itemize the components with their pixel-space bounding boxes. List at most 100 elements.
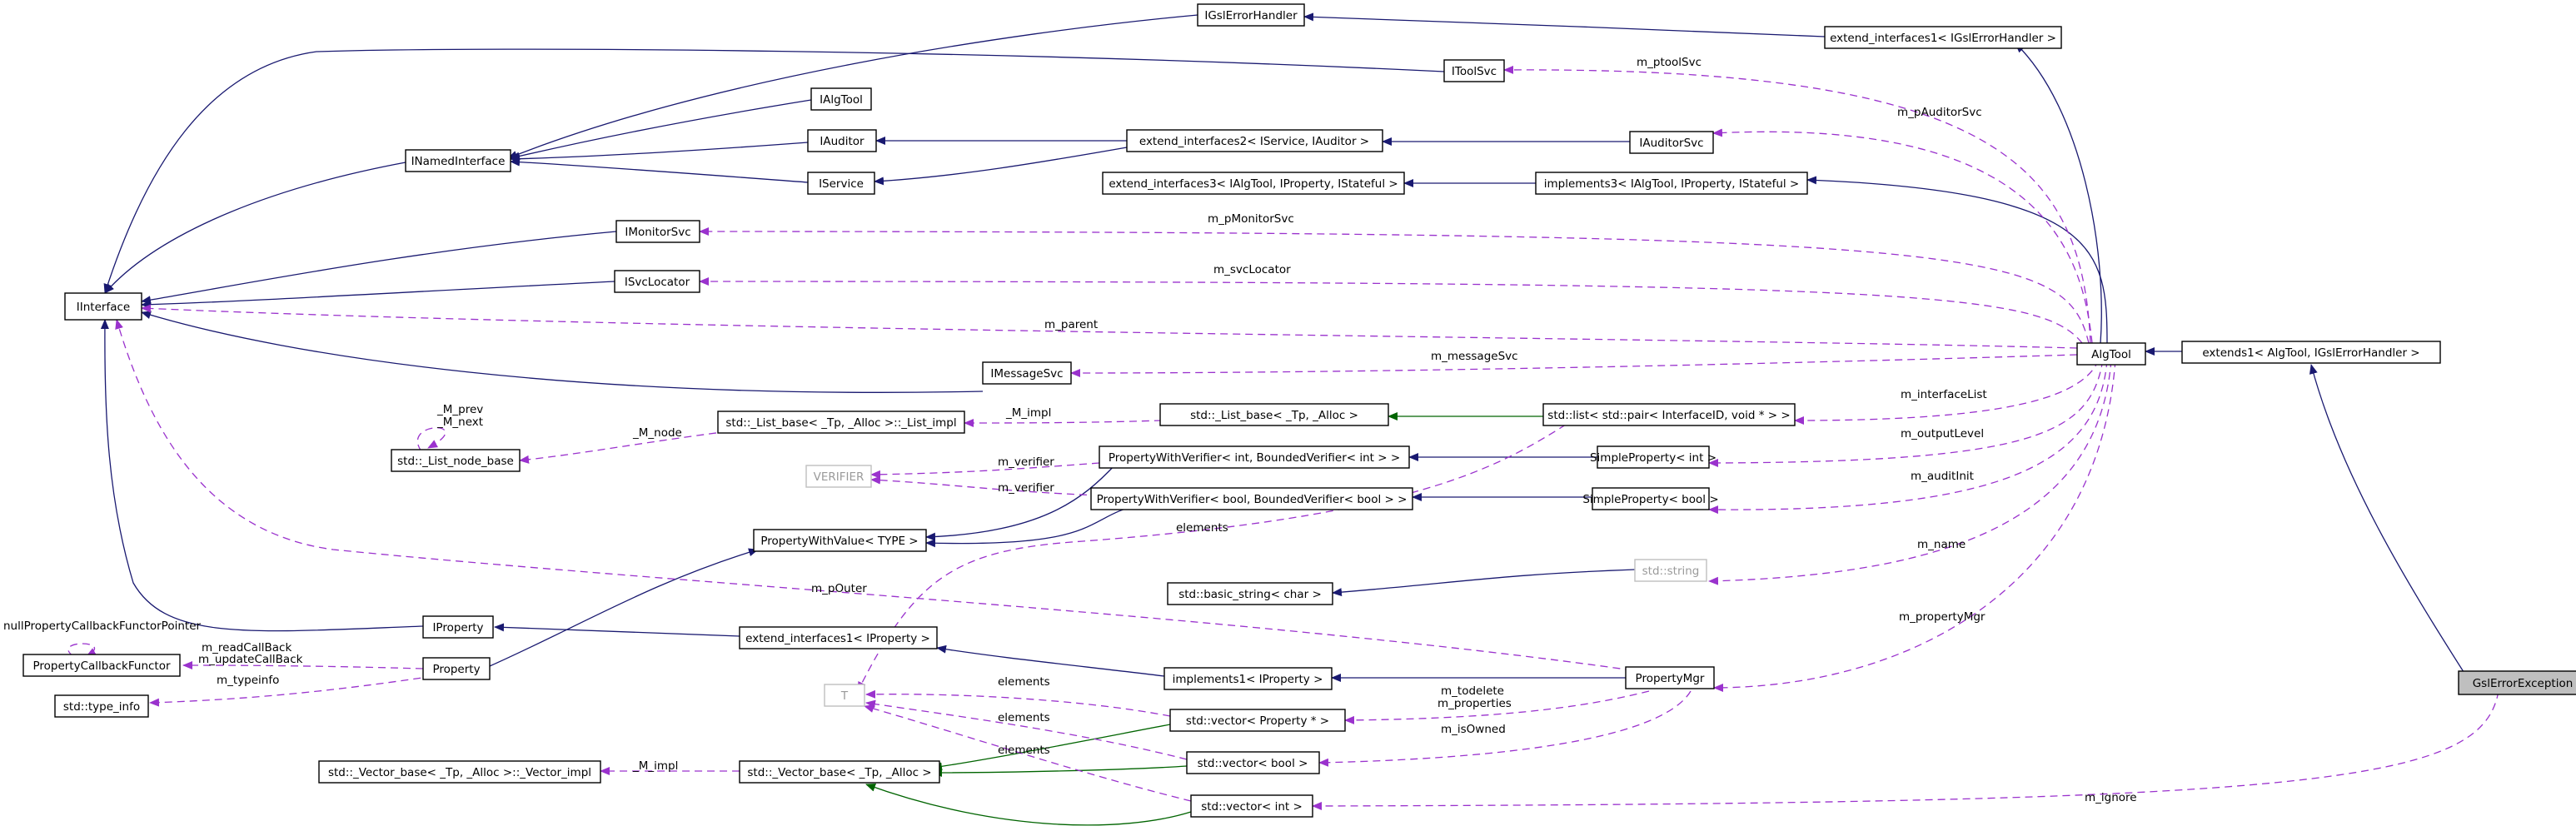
node-iinterface[interactable]: IInterface	[64, 292, 142, 321]
edge-property-to-pwvalue	[489, 548, 759, 667]
edge-elements-vprop	[865, 689, 1171, 717]
label-m-name: m_name	[1917, 538, 1966, 551]
node-vector-property-ptr[interactable]: std::vector< Property * >	[1169, 709, 1346, 732]
node-implements3[interactable]: implements3< IAlgTool, IProperty, IState…	[1535, 172, 1808, 195]
label-m-readcallback: m_readCallBack	[202, 641, 291, 654]
node-std-list[interactable]: std::list< std::pair< InterfaceID, void …	[1542, 403, 1796, 426]
label-m-messagesvc: m_messageSvc	[1431, 350, 1518, 363]
edge-iauditor-to-inamed	[510, 142, 809, 163]
svg-text:T: T	[840, 689, 849, 703]
node-propertymgr[interactable]: PropertyMgr	[1625, 666, 1715, 689]
node-pwv-int[interactable]: PropertyWithVerifier< int, BoundedVerifi…	[1099, 445, 1410, 469]
edge-listimpl	[964, 418, 1163, 427]
svg-text:PropertyWithValue< TYPE >: PropertyWithValue< TYPE >	[760, 535, 918, 548]
node-extend-interfaces3[interactable]: extend_interfaces3< IAlgTool, IProperty,…	[1102, 172, 1405, 195]
edge-auditinit	[1708, 359, 2108, 515]
node-basic-string[interactable]: std::basic_string< char >	[1167, 582, 1333, 605]
node-itoolsvc[interactable]: IToolSvc	[1443, 59, 1505, 82]
node-extends1[interactable]: extends1< AlgTool, IGslErrorHandler >	[2181, 341, 2441, 364]
label-m-next: _M_next	[436, 416, 483, 429]
node-iservice[interactable]: IService	[807, 172, 875, 195]
edge-messagesvc	[1070, 354, 2078, 377]
svg-text:std::vector< int >: std::vector< int >	[1201, 800, 1303, 814]
node-std-string[interactable]: std::string	[1634, 559, 1707, 582]
label-elements-list: elements	[1176, 521, 1228, 535]
label-m-verifier1: m_verifier	[998, 455, 1054, 469]
label-m-ptoolsvc: m_ptoolSvc	[1637, 56, 1702, 69]
node-iproperty[interactable]: IProperty	[422, 615, 494, 639]
node-pwv-bool[interactable]: PropertyWithVerifier< bool, BoundedVerif…	[1090, 487, 1413, 510]
label-m-updatecallback: m_updateCallBack	[198, 653, 303, 666]
node-simpleproperty-bool[interactable]: SimpleProperty< bool >	[1582, 487, 1719, 510]
edge-outputlevel	[1708, 359, 2104, 467]
node-vector-base[interactable]: std::_Vector_base< _Tp, _Alloc >	[739, 760, 940, 784]
edge-pauditorsvc	[1712, 128, 2093, 344]
node-algtool[interactable]: AlgTool	[2076, 342, 2146, 366]
svg-text:implements1< IProperty >: implements1< IProperty >	[1173, 673, 1323, 686]
node-extend-interfaces1-igslerrorhandler[interactable]: extend_interfaces1< IGslErrorHandler >	[1824, 26, 2062, 49]
label-m-todelete: m_todelete	[1441, 684, 1504, 698]
svg-text:IAuditorSvc: IAuditorSvc	[1639, 137, 1703, 150]
node-vector-impl[interactable]: std::_Vector_base< _Tp, _Alloc >::_Vecto…	[318, 760, 601, 784]
node-inamedinterface[interactable]: INamedInterface	[405, 149, 511, 172]
svg-text:std::basic_string< char >: std::basic_string< char >	[1178, 588, 1322, 601]
svg-text:AlgTool: AlgTool	[2091, 348, 2131, 361]
svg-text:std::_Vector_base< _Tp, _Alloc: std::_Vector_base< _Tp, _Alloc >::_Vecto…	[328, 766, 591, 779]
edge-algtool-to-extif1	[2015, 42, 2102, 344]
node-igslerrorhandler[interactable]: IGslErrorHandler	[1197, 3, 1305, 27]
node-gslerrorexception[interactable]: GslErrorException	[2458, 670, 2576, 695]
svg-text:std::list< std::pair< Interfac: std::list< std::pair< InterfaceID, void …	[1547, 409, 1790, 422]
node-imessagesvc[interactable]: IMessageSvc	[982, 361, 1072, 385]
label-m-impl-list: _M_impl	[1005, 406, 1051, 420]
edge-nullproperty	[67, 643, 97, 657]
node-ialgtool[interactable]: IAlgTool	[810, 87, 872, 111]
node-vector-int[interactable]: std::vector< int >	[1190, 794, 1313, 818]
svg-text:std::string: std::string	[1642, 565, 1700, 578]
node-type-info[interactable]: std::type_info	[54, 694, 149, 718]
label-m-propertymgr: m_propertyMgr	[1899, 610, 1986, 624]
edge-interfacelist	[1794, 359, 2100, 425]
edge-pwvbool-to-pwvalue	[925, 504, 1142, 548]
node-extend-interfaces2[interactable]: extend_interfaces2< IService, IAuditor >	[1126, 129, 1383, 152]
node-iauditorsvc[interactable]: IAuditorSvc	[1629, 131, 1714, 154]
node-list-impl[interactable]: std::_List_base< _Tp, _Alloc >::_List_im…	[717, 411, 965, 434]
svg-text:SimpleProperty< bool >: SimpleProperty< bool >	[1582, 493, 1718, 506]
node-propertycallbackfunctor[interactable]: PropertyCallbackFunctor	[22, 654, 181, 677]
label-m-auditinit: m_auditInit	[1911, 470, 1974, 483]
node-imonitorsvc[interactable]: IMonitorSvc	[615, 220, 700, 243]
label-elements-vprop: elements	[998, 675, 1050, 689]
node-extend-interfaces1-iproperty[interactable]: extend_interfaces1< IProperty >	[739, 626, 938, 649]
edge-elements-vbool	[865, 699, 1188, 760]
edge-ignore	[1312, 690, 2499, 810]
svg-text:extend_interfaces3< IAlgTool,: extend_interfaces3< IAlgTool, IProperty,…	[1109, 177, 1398, 191]
node-verifier[interactable]: VERIFIER	[805, 465, 872, 488]
node-t[interactable]: T	[824, 684, 865, 707]
edge-extif1-to-igsl	[1303, 12, 1826, 37]
edge-ptoolsvc	[1503, 65, 2091, 344]
node-property[interactable]: Property	[422, 657, 491, 680]
edge-inamed-to-iinterface	[104, 162, 406, 294]
label-m-isowned: m_isOwned	[1441, 723, 1506, 736]
label-m-pmonitorsvc: m_pMonitorSvc	[1208, 212, 1294, 226]
node-implements1-iproperty[interactable]: implements1< IProperty >	[1163, 667, 1333, 690]
edge-vbool-to-vectorbase	[932, 765, 1188, 777]
label-m-verifier2: m_verifier	[998, 481, 1054, 495]
node-simpleproperty-int[interactable]: SimpleProperty< int >	[1590, 445, 1717, 469]
label-nullproperty: nullPropertyCallbackFunctorPointer	[3, 620, 202, 633]
node-isvclocator[interactable]: ISvcLocator	[614, 270, 700, 293]
edge-iservice-to-inamed	[510, 157, 809, 183]
edge-extif1prop-to-iproperty	[494, 623, 740, 637]
label-elements-vbool: elements	[998, 711, 1050, 724]
edge-stdstring-to-basicstring	[1332, 569, 1636, 597]
node-list-base[interactable]: std::_List_base< _Tp, _Alloc >	[1159, 403, 1389, 426]
label-m-svclocator: m_svcLocator	[1213, 263, 1291, 276]
node-vector-bool[interactable]: std::vector< bool >	[1186, 751, 1320, 774]
svg-text:PropertyWithVerifier< int, Bou: PropertyWithVerifier< int, BoundedVerifi…	[1109, 451, 1400, 465]
node-propertywithvalue[interactable]: PropertyWithValue< TYPE >	[753, 529, 927, 552]
node-list-node-base[interactable]: std::_List_node_base	[391, 449, 521, 472]
edge-listnode-self	[416, 427, 446, 452]
label-m-pouter: m_pOuter	[811, 582, 867, 595]
edge-pmonitorsvc	[699, 227, 2090, 344]
label-m-parent: m_parent	[1044, 318, 1098, 331]
node-iauditor[interactable]: IAuditor	[807, 129, 877, 152]
